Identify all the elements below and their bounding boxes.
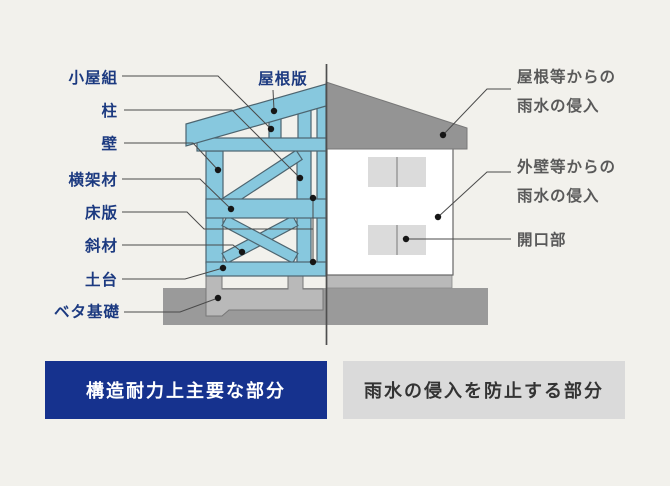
label-pillar: 柱 xyxy=(101,101,118,120)
pointer-dots xyxy=(214,107,447,302)
legend-structural-banner: 構造耐力上主要な部分 xyxy=(45,361,327,419)
pointer-dot-sill xyxy=(219,264,227,272)
label-floor-slab: 床版 xyxy=(85,203,118,222)
label-roof-rain-line2: 雨水の侵入 xyxy=(517,96,600,115)
legend-rainwater-text: 雨水の侵入を防止する部分 xyxy=(364,381,604,401)
pointer-line-diagonal-member xyxy=(122,244,243,253)
pointer-line-roof-framing xyxy=(122,75,272,130)
pointer-line-wall xyxy=(124,142,219,171)
structural-frame xyxy=(185,83,327,277)
pointer-line-mat-foundation xyxy=(124,297,219,313)
pointer-dot-floor-slab-lower xyxy=(309,258,317,266)
pointer-dot-horizontal-member xyxy=(227,205,235,213)
pointer-dot-pillar xyxy=(296,174,304,182)
pointer-dot-mat-foundation xyxy=(214,294,222,302)
pointer-dot-roof-panel xyxy=(270,107,278,115)
label-diagonal-member: 斜材 xyxy=(84,236,118,255)
label-sill: 土台 xyxy=(85,270,118,289)
label-mat-foundation: ベタ基礎 xyxy=(54,302,120,321)
pointer-line-floor-slab xyxy=(122,211,313,230)
diagonal-brace-x2 xyxy=(221,215,299,264)
label-roof-rain-line1: 屋根等からの xyxy=(517,67,616,86)
label-wall-rain-line1: 外壁等からの xyxy=(517,157,616,176)
pointer-dot-diagonal-member xyxy=(238,248,246,256)
mat-foundation-left xyxy=(205,275,324,317)
legend-rainwater-banner: 雨水の侵入を防止する部分 xyxy=(343,361,625,419)
pointer-line-wall-rain xyxy=(437,171,511,218)
pointer-line-horizontal-member xyxy=(122,178,232,210)
label-wall-rain-line2: 雨水の侵入 xyxy=(517,186,600,205)
pointer-line-sill xyxy=(122,267,224,280)
pointer-lines xyxy=(122,75,511,313)
legend-structural-text: 構造耐力上主要な部分 xyxy=(86,381,286,401)
pointer-line-roof-panel xyxy=(272,89,275,111)
label-roof-framing: 小屋組 xyxy=(68,68,118,87)
pointer-dot-floor-slab-upper xyxy=(309,194,317,202)
label-wall: 壁 xyxy=(101,134,118,153)
frame-edge-stud xyxy=(316,105,327,264)
pointer-line-roof-rain xyxy=(442,88,511,136)
pointer-dot-wall xyxy=(214,166,222,174)
roof-right xyxy=(325,81,468,150)
label-horizontal-member: 横架材 xyxy=(68,170,118,189)
pointer-dot-opening xyxy=(402,235,410,243)
label-roof-panel: 屋根版 xyxy=(258,69,308,88)
pointer-dot-roof-rain xyxy=(439,131,447,139)
pointer-line-pillar xyxy=(124,109,301,179)
foundation-right xyxy=(326,274,453,289)
roof-strut-right xyxy=(297,109,312,141)
pointer-dot-roof-framing xyxy=(267,125,275,133)
pointer-dot-wall-rain xyxy=(434,213,442,221)
label-opening: 開口部 xyxy=(517,230,567,249)
